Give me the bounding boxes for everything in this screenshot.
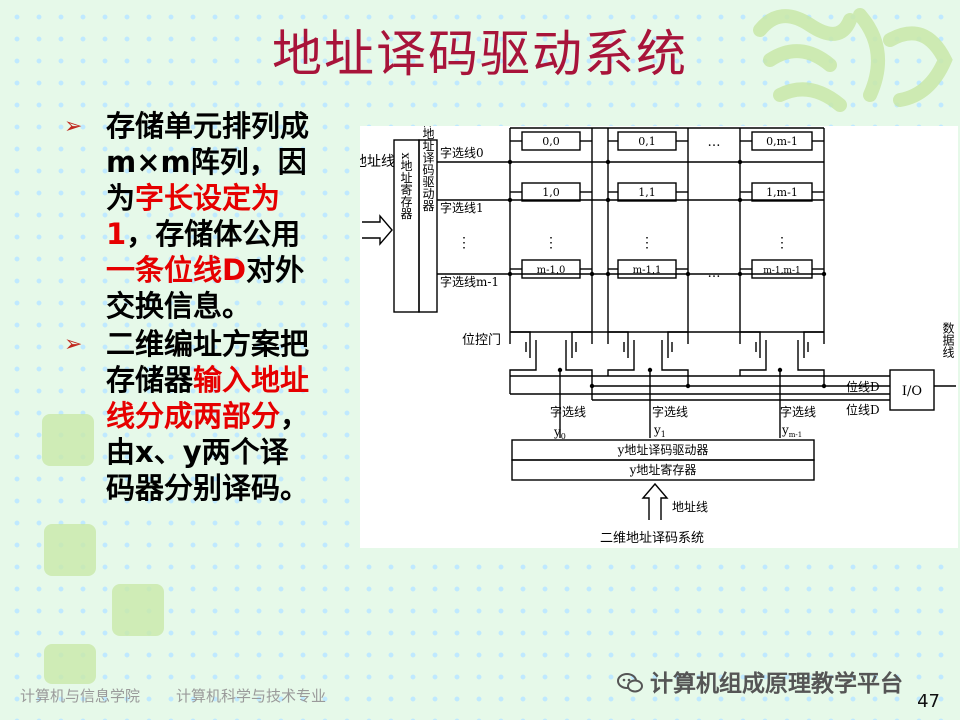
decorative-logo-left-2 (44, 524, 96, 576)
ellipsis-rowm: … (708, 266, 721, 281)
word-line-m1-label: 字选线m-1 (440, 274, 499, 289)
ellipsis-v-2: ⋮ (544, 235, 558, 251)
arrow-bullet-icon: ➢ (64, 114, 83, 139)
ellipsis-v-3: ⋮ (640, 235, 654, 251)
decorative-logo-left-3 (112, 584, 164, 636)
bit-gate-transistors (509, 331, 825, 386)
page-number: 47 (917, 691, 940, 712)
col-select-0: 字选线 (550, 404, 586, 419)
bullet-list: ➢ 存储单元排列成m×m阵列，因为字长设定为1，存储体公用一条位线D对外交换信息… (60, 108, 310, 506)
bit-line-d-upper: 位线D (846, 379, 880, 394)
cell-0-0-label: 0,0 (542, 135, 560, 148)
word-line-1-label: 字选线1 (440, 200, 484, 215)
io-box (889, 369, 935, 411)
bullet-item-1: ➢ 存储单元排列成m×m阵列，因为字长设定为1，存储体公用一条位线D对外交换信息… (64, 109, 310, 323)
data-line-label: 数据线 (941, 321, 955, 358)
address-decoding-diagram: 地址线 x地址寄存器 x地址译码驱动器 字选线0 字选线1 字选线m-1 0,0… (353, 121, 958, 548)
bit-line-d-lower: 位线D (846, 402, 880, 417)
bit-gate-label: 位控门 (462, 333, 501, 348)
cell-1-0-label: 1,0 (542, 186, 560, 199)
y1-label: y1 (653, 423, 666, 439)
x-driver-box (418, 139, 438, 313)
wechat-account: 计算机组成原理教学平台 (616, 664, 903, 701)
left-address-arrow (362, 214, 393, 246)
slide-title: 地址译码驱动系统 (272, 25, 688, 83)
decorative-logo-left-1 (42, 414, 94, 466)
ellipsis-v-4: ⋮ (775, 235, 789, 251)
decorative-logo-left-4 (44, 644, 96, 684)
diagram-caption: 二维地址译码系统 (600, 531, 704, 546)
footer-major: 计算机科学与技术专业 (176, 687, 327, 705)
cell-m1-1-label: m-1,1 (633, 265, 662, 276)
bottom-address-label: 地址线 (672, 500, 708, 514)
ym1-label: ym-1 (781, 423, 802, 439)
wechat-icon (616, 671, 644, 701)
decorative-logo-top-right (753, 8, 953, 112)
cell-1-m1-label: 1,m-1 (766, 186, 798, 199)
arrow-bullet-icon: ➢ (64, 332, 83, 357)
col-select-1: 字选线 (652, 404, 688, 419)
cell-1-1-label: 1,1 (638, 186, 656, 199)
word-line-0-label: 字选线0 (440, 145, 484, 160)
bullet-item-2: ➢ 二维编址方案把存储器输入地址线分成两部分，由x、y两个译码器分别译码。 (64, 327, 310, 505)
x-driver-label: x地址译码驱动器 (421, 126, 435, 212)
y0-label: y0 (553, 425, 566, 441)
bottom-address-arrow (641, 482, 669, 520)
x-register-label: x地址寄存器 (399, 153, 413, 220)
io-label: I/O (902, 384, 922, 399)
footer-college: 计算机与信息学院 (20, 687, 141, 705)
y-register-box (511, 459, 815, 481)
diagram-svg: 地址线 x地址寄存器 x地址译码驱动器 字选线0 字选线1 字选线m-1 0,0… (353, 121, 956, 546)
y-register-label: y地址寄存器 (629, 462, 697, 477)
junction-dots (507, 159, 827, 389)
ellipsis-row0: … (708, 135, 721, 150)
col-select-m1: 字选线 (780, 404, 816, 419)
cell-0-1-label: 0,1 (638, 135, 656, 148)
ellipsis-v-1: ⋮ (457, 235, 471, 251)
cell-m1-0-label: m-1,0 (537, 265, 566, 276)
y-driver-label: y地址译码驱动器 (617, 443, 709, 457)
cell-0-m1-label: 0,m-1 (766, 135, 798, 148)
left-address-label: 地址线 (360, 154, 395, 170)
cell-m1-m1-label: m-1,m-1 (763, 266, 800, 276)
